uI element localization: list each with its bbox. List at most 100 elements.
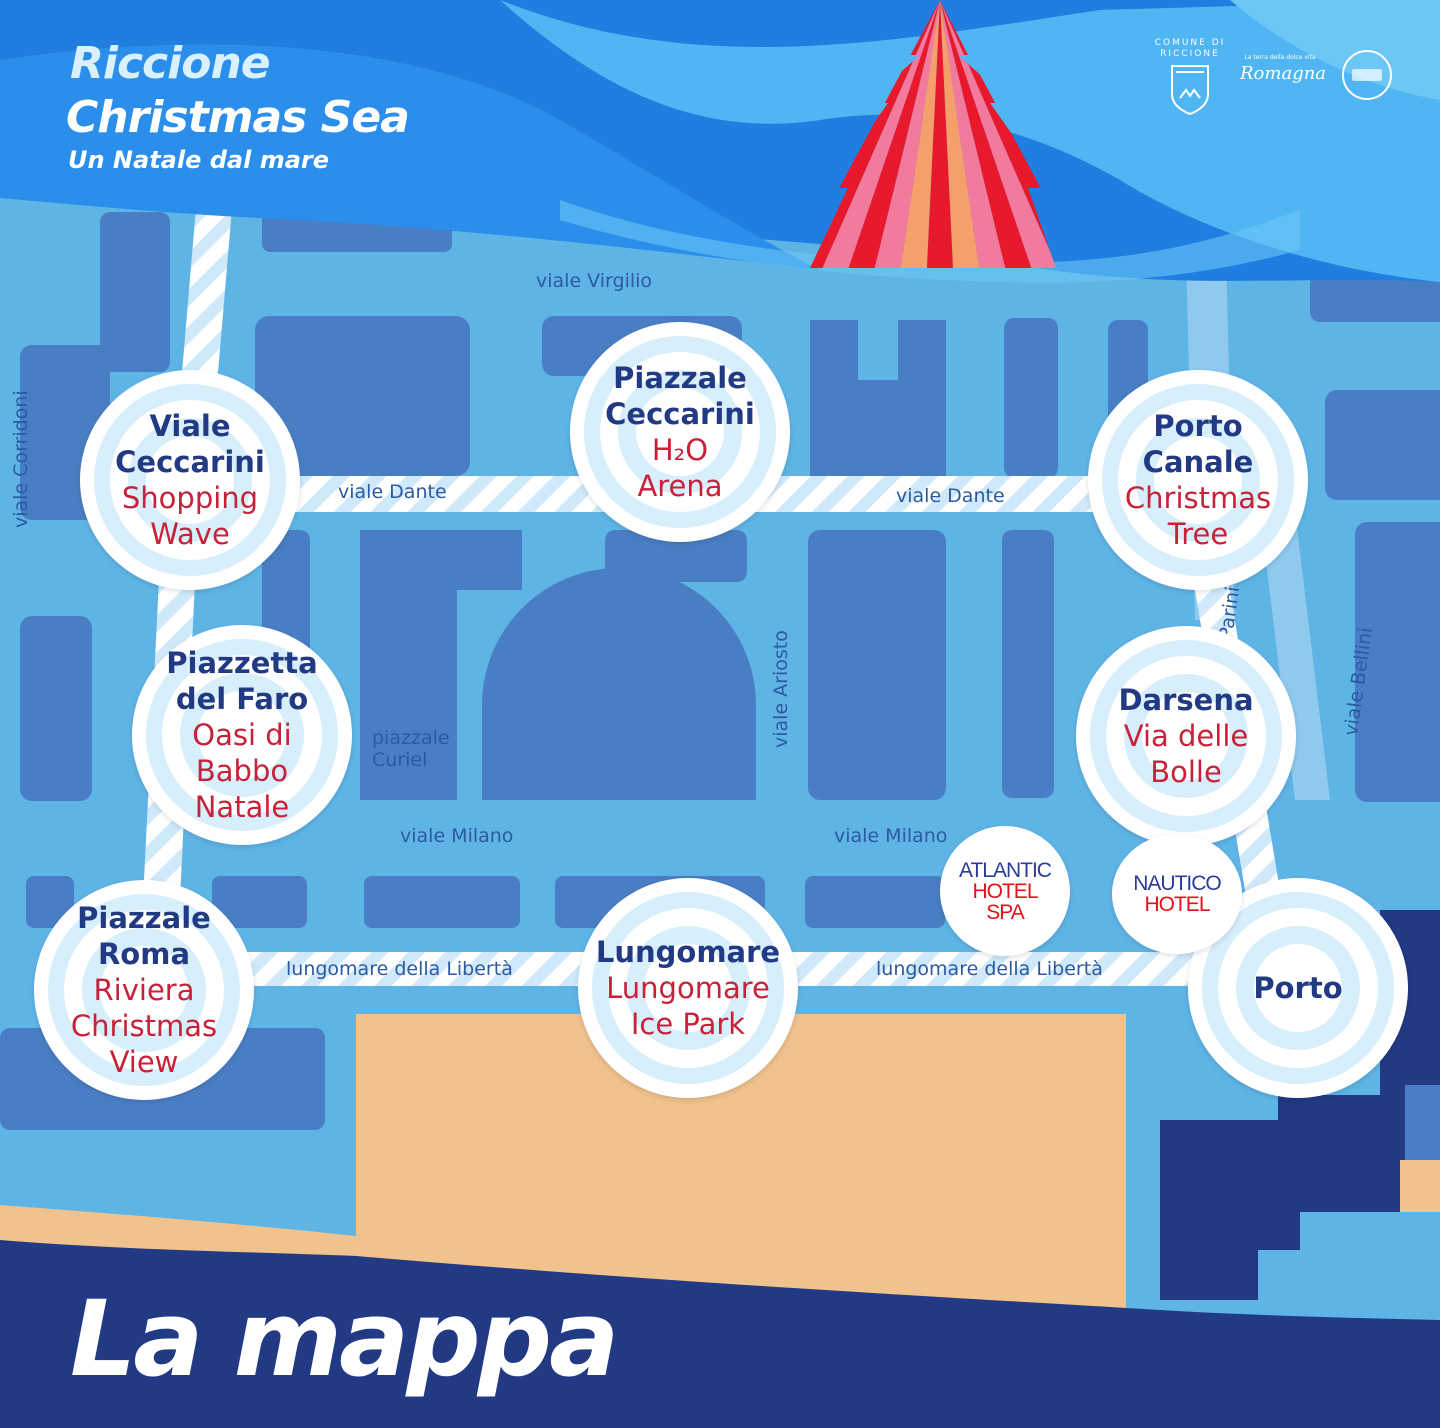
city-block — [255, 316, 470, 476]
poi-event-line: Christmas — [1124, 481, 1272, 515]
poi-event-line: Natale — [194, 790, 290, 824]
city-block — [482, 568, 756, 800]
poi-ring — [1154, 436, 1242, 524]
city-block — [1310, 270, 1440, 322]
pier — [1405, 1085, 1440, 1160]
city-block — [808, 530, 946, 800]
tree-stripe — [940, 0, 981, 268]
footer-title: La mappa — [70, 1278, 619, 1400]
poi-name-line: Piazzetta — [166, 646, 318, 680]
city-block — [100, 212, 170, 372]
hotel-nautico-badge[interactable]: NAUTICO HOTEL — [1112, 834, 1242, 954]
tree-stripe — [871, 0, 940, 268]
tree-stripe — [899, 0, 940, 268]
piazzale-curiel-line2: Curiel — [372, 749, 428, 771]
poi-ring — [644, 944, 732, 1032]
poi-event-line: View — [109, 1045, 179, 1079]
city-block — [1325, 390, 1440, 500]
poi-event-line: Tree — [1167, 517, 1229, 551]
header-wave — [560, 200, 1300, 283]
hotel-atlantic-line3: SPA — [986, 900, 1024, 924]
city-block — [1004, 318, 1058, 478]
poi-name-line: Lungomare — [595, 935, 781, 969]
tree-stripe — [817, 0, 940, 268]
subtitle: Un Natale dal mare — [68, 146, 330, 174]
poi-ring — [1142, 692, 1230, 780]
street-label-milano-right: viale Milano — [834, 825, 948, 847]
poi-event-line: Shopping — [121, 481, 259, 515]
poi-text: Porto — [1188, 878, 1408, 1098]
poi-name-line: del Faro — [175, 682, 309, 716]
poi-event-line: Riviera — [93, 973, 195, 1007]
street-label-liberta-left: lungomare della Libertà — [286, 958, 513, 980]
port-water — [1160, 910, 1440, 1300]
poi-event-line: Arena — [637, 469, 723, 503]
tree-stripe — [844, 0, 940, 268]
romagna-logo: La terra della dolce vita Romagna — [1240, 54, 1326, 84]
title-line-1: Riccione — [70, 38, 271, 89]
street-label-corridoni: viale Corridoni — [10, 390, 32, 528]
street-label-milano-left: viale Milano — [400, 825, 514, 847]
romagna-tagline: La terra della dolce vita — [1244, 54, 1316, 61]
poi-event-line: Oasi di — [192, 718, 292, 752]
street-label-dante-left: viale Dante — [338, 481, 447, 503]
tree-stripe — [926, 0, 954, 268]
poi-event-line: Ice Park — [630, 1007, 746, 1041]
poi-ring — [146, 436, 234, 524]
poi-name-line: Piazzale — [613, 361, 747, 395]
city-block — [805, 876, 945, 928]
city-block — [810, 320, 946, 478]
city-block — [212, 876, 307, 928]
poi-ring — [1254, 944, 1342, 1032]
poi-name-line: Roma — [97, 937, 191, 971]
hotel-atlantic-line2: HOTEL — [972, 879, 1038, 903]
sea — [0, 1240, 1440, 1428]
poi-name-line: Ceccarini — [605, 397, 755, 431]
comune-shield-icon — [1171, 65, 1209, 116]
city-block — [20, 616, 92, 801]
poi-event-line: H₂O — [651, 433, 709, 467]
street-label-ariosto: viale Ariosto — [770, 630, 792, 748]
header-wave — [0, 44, 820, 270]
street-label-dante-right: viale Dante — [896, 485, 1005, 507]
header-wave — [500, 0, 1440, 282]
city-block — [1002, 530, 1054, 798]
hotel-atlantic-badge[interactable]: ATLANTIC HOTEL SPA — [940, 826, 1070, 956]
title-line-2: Christmas Sea — [66, 92, 410, 143]
poi-event-line: Wave — [150, 517, 230, 551]
poi-event-line: Bolle — [1150, 755, 1222, 789]
street-label-virgilio: viale Virgilio — [536, 270, 653, 292]
poi-name-line: Piazzale — [77, 901, 211, 935]
street-label-liberta-right: lungomare della Libertà — [876, 958, 1103, 980]
poi-event-line: Lungomare — [606, 971, 770, 1005]
poi-ring — [198, 691, 286, 779]
piazzale-curiel-label: piazzale Curiel — [372, 727, 450, 771]
hotel-nautico-line1: NAUTICO — [1133, 872, 1221, 895]
poi-ring — [636, 388, 724, 476]
poi-name-line: Darsena — [1118, 683, 1254, 717]
city-block — [360, 530, 522, 800]
circle-emblem-icon — [1342, 50, 1392, 100]
poi-event-line: Christmas — [70, 1009, 218, 1043]
poi-name-line: Viale — [149, 409, 231, 443]
poi-ring — [100, 946, 188, 1034]
romagna-script: Romagna — [1240, 63, 1327, 84]
poi-name-line: Ceccarini — [115, 445, 265, 479]
poi-event-line: Babbo — [195, 754, 289, 788]
city-block — [364, 876, 520, 928]
poi-name-line: Porto — [1253, 971, 1343, 1005]
